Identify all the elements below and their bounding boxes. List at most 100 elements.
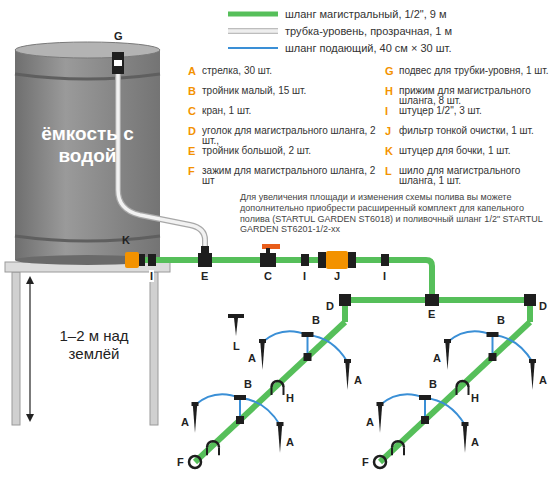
part-letter: A — [188, 65, 196, 77]
legend-level-tube — [228, 29, 278, 33]
callout-letter: E — [427, 308, 436, 320]
callout-letter: A — [247, 352, 257, 364]
drip-stake — [445, 342, 449, 370]
barrel-fitting-nut — [139, 254, 145, 266]
level-tube — [118, 70, 205, 250]
awl-handle — [228, 314, 244, 318]
tube-hanger-clip — [114, 60, 122, 66]
drip-stake — [193, 405, 197, 433]
part-letter: C — [188, 105, 196, 117]
drip-stake — [463, 425, 467, 453]
part-description: штуцер для бочки, 1 шт. — [399, 146, 552, 156]
hose-clip-leg — [272, 387, 284, 395]
main-hose — [195, 322, 345, 462]
feed-hose — [425, 398, 465, 425]
callout-letter: D — [538, 300, 548, 312]
tee-small — [419, 395, 431, 400]
note-text: Для увеличения площади и изменения схемы… — [240, 192, 552, 235]
part-description: прижим для магистрального шланга, 8 шт. — [399, 86, 552, 106]
part-letter: B — [188, 85, 196, 97]
feed-hose — [448, 331, 493, 342]
elbow — [524, 294, 536, 306]
callout-letter: A — [365, 416, 375, 428]
connector — [381, 254, 389, 266]
barrel-rib — [15, 236, 160, 241]
part-letter: I — [385, 105, 388, 117]
drip-stake — [278, 425, 282, 453]
feed-hose — [308, 335, 348, 362]
barrel-top — [15, 42, 160, 58]
drip-stake — [530, 362, 534, 390]
elbow — [339, 294, 351, 306]
part-description: шило для магистрального шланга, 1 шт. — [399, 166, 552, 186]
legend-text: шланг подающий, 40 см × 30 шт. — [285, 42, 451, 54]
part-letter: K — [385, 145, 393, 157]
dimension-arrow — [26, 276, 34, 284]
callout-letter: A — [285, 436, 295, 448]
hose-clip-leg — [207, 447, 219, 455]
end-clamp — [374, 456, 386, 468]
part-letter: G — [385, 65, 394, 77]
callout-letter: B — [243, 378, 253, 390]
part-description: кран, 1 шт. — [202, 106, 382, 116]
end-clamp — [189, 456, 201, 468]
callout-letter: A — [538, 374, 548, 386]
part-letter: J — [385, 125, 391, 137]
hose-clip-leg — [392, 447, 404, 455]
legend-text: трубка-уровень, прозрачная, 1 м — [285, 25, 452, 37]
tee-small-base — [489, 353, 497, 361]
callout-letter: A — [470, 436, 480, 448]
callout-letter: C — [263, 270, 273, 282]
drip-stake-head — [462, 422, 469, 426]
callout-letter: D — [325, 300, 335, 312]
main-hose — [380, 322, 530, 462]
legend-text: шланг магистральный, 1/2", 9 м — [285, 8, 447, 20]
tube-hanger — [112, 52, 124, 74]
part-description: тройник большой, 2 шт. — [202, 146, 382, 156]
callout-letter: H — [470, 392, 480, 404]
legend-level-tube-outline — [228, 28, 278, 34]
tank-label: ёмкость с водой — [20, 123, 155, 167]
awl-tip — [234, 318, 238, 336]
drip-branches — [192, 331, 537, 455]
tee-large-stub — [201, 246, 209, 254]
part-letter: F — [188, 165, 195, 177]
dimension-arrow — [26, 414, 34, 422]
legend-feed-hose — [228, 47, 278, 49]
connector — [148, 254, 156, 266]
tee-large — [198, 253, 212, 267]
legend-main-hose — [228, 12, 278, 17]
drip-stake — [260, 342, 264, 370]
callout-letter: L — [232, 340, 241, 352]
part-letter: D — [188, 125, 196, 137]
filter-cap — [318, 252, 326, 268]
drip-stake — [345, 362, 349, 390]
stand-leg — [12, 272, 20, 425]
callout-letter: B — [311, 314, 321, 326]
level-tube-outline — [118, 70, 205, 250]
part-description: подвес для трубки-уровня, 1 шт. — [399, 66, 552, 76]
part-description: тройник малый, 15 шт. — [202, 86, 382, 96]
callout-letter: F — [176, 456, 185, 468]
drip-stake-head — [377, 402, 384, 406]
part-description: фильтр тонкой очистки, 1 шт. — [399, 126, 552, 136]
tee-large — [425, 294, 439, 306]
callout-letter: I — [382, 270, 387, 282]
callout-letter: F — [361, 456, 370, 468]
stand-leg — [150, 272, 158, 425]
callout-letter: H — [285, 392, 295, 404]
drip-stake-head — [444, 339, 451, 343]
hose-clip-leg — [457, 387, 469, 395]
part-description: уголок для магистрального шланга, 2 шт., — [202, 126, 382, 146]
feed-hose — [240, 398, 280, 425]
barrel-body — [15, 50, 160, 260]
valve-body — [260, 253, 276, 267]
drip-stake-head — [529, 359, 536, 363]
callout-letter: I — [149, 270, 154, 282]
tee-small — [487, 332, 499, 337]
barrel-rib — [15, 74, 160, 79]
tee-small — [234, 395, 246, 400]
drip-stake-head — [344, 359, 351, 363]
callout-letter: E — [200, 270, 209, 282]
